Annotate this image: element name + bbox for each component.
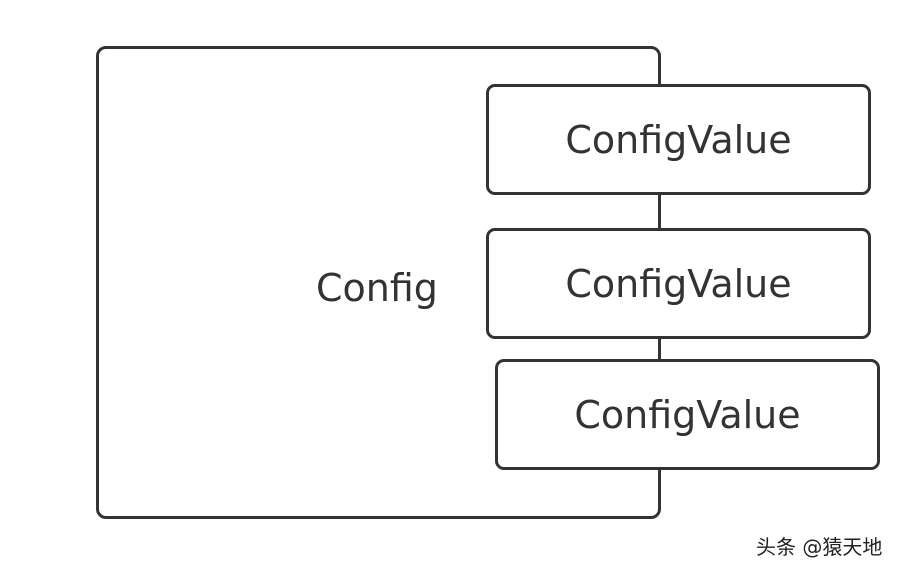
watermark-text: 头条 @猿天地 <box>756 535 883 559</box>
config-value-box-1: ConfigValue <box>486 84 871 195</box>
config-value-box-2: ConfigValue <box>486 228 871 339</box>
config-value-box-3: ConfigValue <box>495 359 880 470</box>
config-value-label-1: ConfigValue <box>565 117 792 162</box>
config-value-label-2: ConfigValue <box>565 261 792 306</box>
config-value-label-3: ConfigValue <box>574 392 801 437</box>
config-label: Config <box>316 266 438 310</box>
